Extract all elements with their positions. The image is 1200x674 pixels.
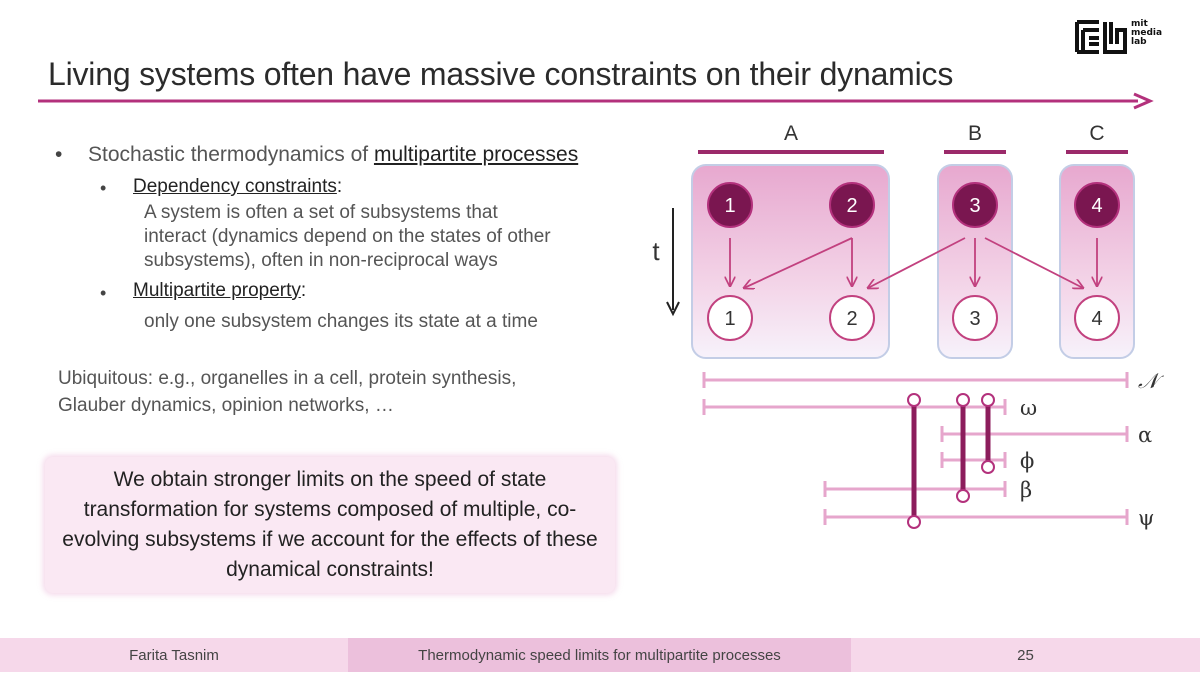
set-connectors xyxy=(907,393,995,529)
dependency-description: A system is often a set of subsystems th… xyxy=(144,202,551,271)
svg-text:4: 4 xyxy=(1091,195,1102,217)
footer-talk-title: Thermodynamic speed limits for multipart… xyxy=(348,638,851,672)
footer-author: Farita Tasnim xyxy=(0,638,348,672)
bottom-nodes: 1 2 3 4 xyxy=(707,295,1120,341)
node-2-top xyxy=(829,182,875,228)
key-result-callout: We obtain stronger limits on the speed o… xyxy=(45,457,615,593)
dependency-arrows xyxy=(730,237,1097,288)
node-1-top xyxy=(707,182,753,228)
top-nodes: 1 2 3 4 xyxy=(707,182,1120,228)
label-alpha: α xyxy=(1138,423,1152,447)
svg-text:1: 1 xyxy=(724,195,735,217)
group-label-c: C xyxy=(1089,122,1104,145)
group-label-a: A xyxy=(784,122,798,145)
svg-text:4: 4 xyxy=(1091,308,1102,330)
node-3-bottom xyxy=(952,295,998,341)
svg-text:3: 3 xyxy=(969,195,980,217)
time-label: t xyxy=(652,236,660,266)
svg-text:3: 3 xyxy=(969,308,980,330)
label-n: 𝒩 xyxy=(1138,369,1164,393)
multipartite-property-heading: Multipartite property: xyxy=(133,280,307,301)
media-lab-logo-text: mit media lab xyxy=(1131,19,1163,47)
group-label-b: B xyxy=(968,122,982,145)
title-underline-arrow xyxy=(38,92,1154,110)
label-omega: ω xyxy=(1020,396,1037,420)
slide-footer: Farita Tasnim Thermodynamic speed limits… xyxy=(0,638,1200,672)
bullet-multipartite-processes: Stochastic thermodynamics of multipartit… xyxy=(88,143,579,166)
node-1-bottom xyxy=(707,295,753,341)
multipartite-processes-term: multipartite processes xyxy=(373,143,579,166)
ubiquitous-examples: Ubiquitous: e.g., organelles in a cell, … xyxy=(58,368,517,416)
node-2-bottom xyxy=(829,295,875,341)
node-3-top xyxy=(952,182,998,228)
bullet-marker: • xyxy=(100,178,107,198)
multipartite-diagram: A B C t 1 2 3 4 1 2 3 4 xyxy=(652,122,1164,530)
bullet-marker: • xyxy=(100,283,107,303)
label-beta: β xyxy=(1020,478,1032,502)
slide-title: Living systems often have massive constr… xyxy=(48,56,954,92)
node-4-top xyxy=(1074,182,1120,228)
svg-text:1: 1 xyxy=(724,308,735,330)
node-4-bottom xyxy=(1074,295,1120,341)
bullet-marker: • xyxy=(55,143,63,166)
svg-text:2: 2 xyxy=(846,195,857,217)
callout-text: We obtain stronger limits on the speed o… xyxy=(62,468,598,581)
label-phi: ϕ xyxy=(1020,449,1034,473)
footer-page-number: 25 xyxy=(851,638,1200,672)
set-labels: 𝒩 ω α ϕ β ψ xyxy=(1020,369,1164,530)
dependency-constraints-heading: Dependency constraints: xyxy=(133,176,343,197)
svg-text:2: 2 xyxy=(846,308,857,330)
label-psi: ψ xyxy=(1138,506,1154,530)
media-lab-logo-icon xyxy=(1075,20,1127,54)
multipartite-description: only one subsystem changes its state at … xyxy=(144,311,538,332)
